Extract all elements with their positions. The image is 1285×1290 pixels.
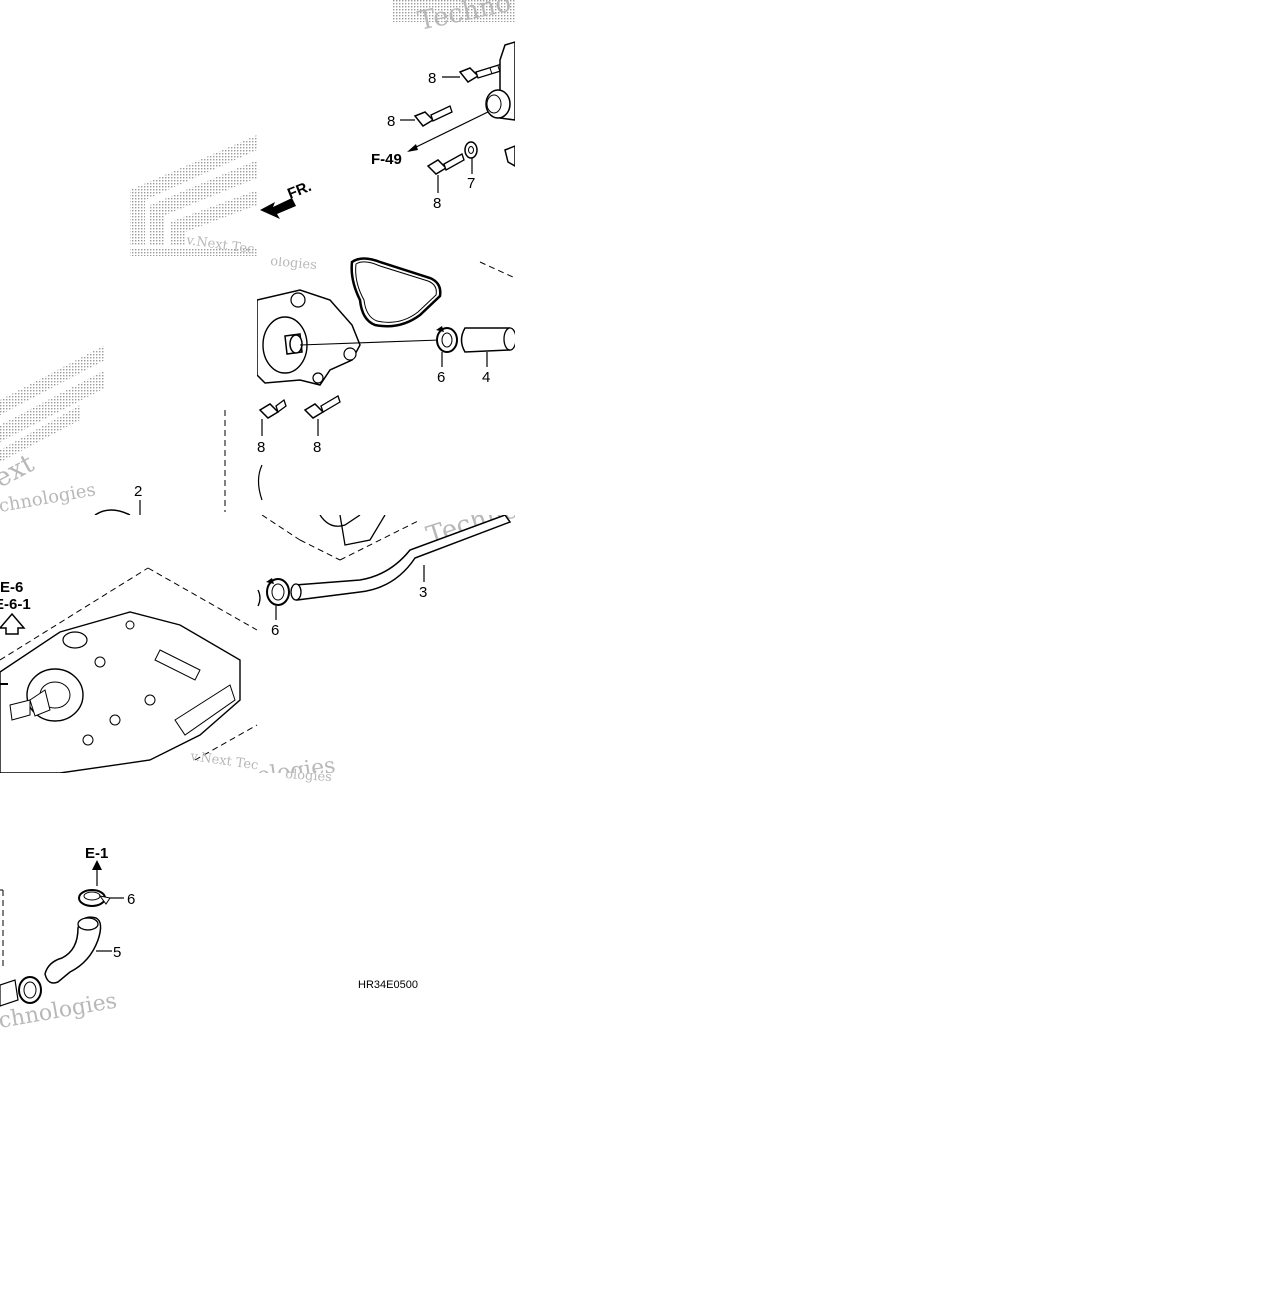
bolt-part: [258, 398, 287, 419]
water-pump-cover-part: [257, 289, 361, 386]
up-arrow-icon: [0, 612, 26, 635]
watermark-text: Techno: [415, 0, 514, 37]
diagram-code: HR34E0500: [358, 979, 418, 991]
callout-number: 2: [134, 483, 142, 500]
watermark-text: ologies: [270, 254, 318, 273]
hose-clamp-part: [78, 889, 111, 907]
reference-label-f49: F-49: [371, 151, 402, 168]
callout-number: 7: [467, 175, 475, 192]
callout-number: 8: [387, 113, 395, 130]
front-label: FR.: [285, 178, 314, 203]
callout-number: 6: [127, 891, 135, 908]
reference-label-e61: E-6-1: [0, 596, 31, 613]
callout-number: 8: [433, 195, 441, 212]
callout-number: 3: [419, 584, 427, 601]
hose-clamp-part: [436, 326, 458, 353]
callout-number: 4: [482, 369, 490, 386]
water-hose-tile: Techno 3 6 ologies: [257, 515, 515, 773]
reference-label-e1: E-1: [85, 845, 108, 862]
crankcase-part: [0, 611, 241, 773]
bolt-part: [413, 105, 453, 127]
hose-clamp-part: [18, 976, 42, 1004]
crankcase-tile: E-6 E-6-1: [0, 567, 258, 773]
gasket-part: [350, 257, 442, 328]
watermark-text: v.Next Tec: [188, 749, 259, 774]
bolt-assembly-tile: Techno 8 8 F-49 8: [371, 0, 515, 212]
hose-clamp-part: [266, 578, 290, 606]
thermostat-housing-part: [485, 41, 515, 167]
honda-wing-watermark-mid: ext chnologies: [0, 345, 141, 515]
front-direction-arrow: FR.: [260, 178, 314, 219]
bolt-part: [426, 153, 465, 175]
callout-number: 6: [437, 369, 445, 386]
callout-number: 8: [313, 439, 321, 456]
reference-label-e6: E-6: [0, 579, 23, 596]
watermark-text: ologies: [285, 767, 333, 785]
hose-part: [460, 327, 515, 353]
honda-wing-watermark-top: [130, 135, 257, 256]
callout-number: 8: [428, 70, 436, 87]
callout-number: 6: [271, 622, 279, 639]
hose-part: [44, 916, 102, 984]
bypass-hose-tile: E-1 6 5 chnologies: [0, 845, 135, 1031]
water-pump-cover-tile: ologies E 6 4: [246, 254, 515, 501]
bolt-part: [303, 395, 341, 419]
callout-number: 8: [257, 439, 265, 456]
washer-part: [464, 141, 478, 159]
reference-label-e-cut: E: [246, 339, 256, 356]
callout-number: 5: [113, 944, 121, 961]
hose-part: [290, 515, 512, 601]
